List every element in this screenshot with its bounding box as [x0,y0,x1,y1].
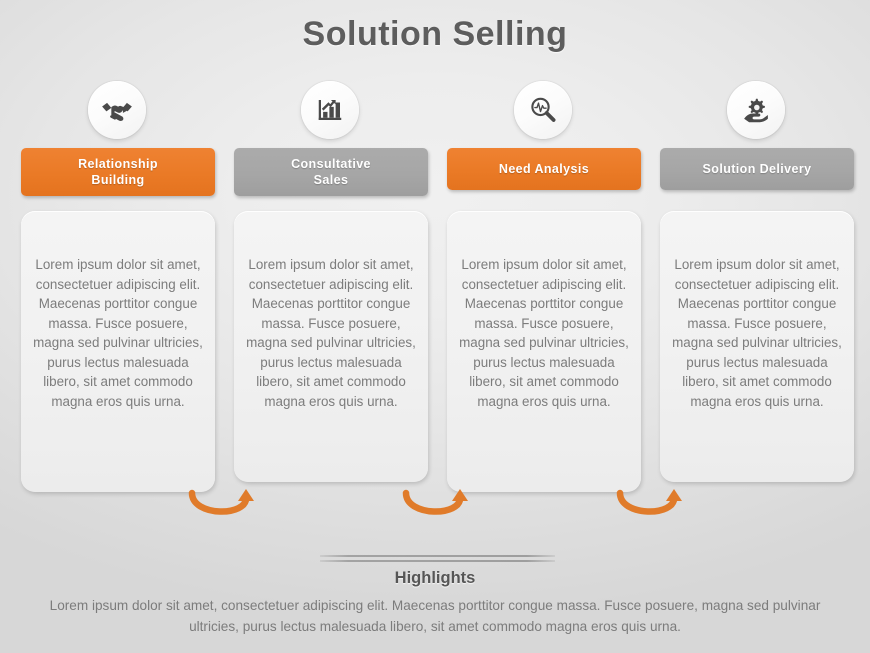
handshake-icon [88,81,146,139]
step-label-3[interactable]: Need Analysis [447,148,641,190]
highlights-divider [320,555,555,562]
step-label-2-text: Consultative Sales [291,156,371,188]
curved-arrow-icon-3 [612,489,684,529]
step-label-2-line1: Consultative [291,157,371,171]
step-column-1: Relationship Building Lorem ipsum dolor … [21,0,215,653]
curved-arrow-icon-1 [184,489,256,529]
hand-gear-icon [727,81,785,139]
step-label-1[interactable]: Relationship Building [21,148,215,196]
step-body-4: Lorem ipsum dolor sit amet, consectetuer… [660,211,854,482]
divider-line-bottom [320,560,555,562]
step-label-4[interactable]: Solution Delivery [660,148,854,190]
highlights-title: Highlights [394,569,476,587]
divider-line-top [320,555,555,557]
step-label-2-line2: Sales [313,173,349,187]
bar-chart-growth-icon [301,81,359,139]
step-label-4-text: Solution Delivery [702,162,812,176]
magnifier-analytics-icon [514,81,572,139]
curved-arrow-icon-2 [398,489,470,529]
step-label-1-text: Relationship Building [78,156,158,188]
step-column-2: Consultative Sales Lorem ipsum dolor sit… [234,0,428,653]
step-body-3: Lorem ipsum dolor sit amet, consectetuer… [447,211,641,492]
step-body-2: Lorem ipsum dolor sit amet, consectetuer… [234,211,428,482]
step-body-1: Lorem ipsum dolor sit amet, consectetuer… [21,211,215,492]
step-label-3-text: Need Analysis [498,162,590,176]
step-column-3: Need Analysis Lorem ipsum dolor sit amet… [447,0,641,653]
highlights-body: Lorem ipsum dolor sit amet, consectetuer… [49,598,821,634]
page-title: Solution Selling [302,15,568,53]
step-label-2[interactable]: Consultative Sales [234,148,428,196]
step-label-1-line2: Building [91,173,145,187]
step-label-1-line1: Relationship [78,157,158,171]
step-column-4: Solution Delivery Lorem ipsum dolor sit … [660,0,854,653]
